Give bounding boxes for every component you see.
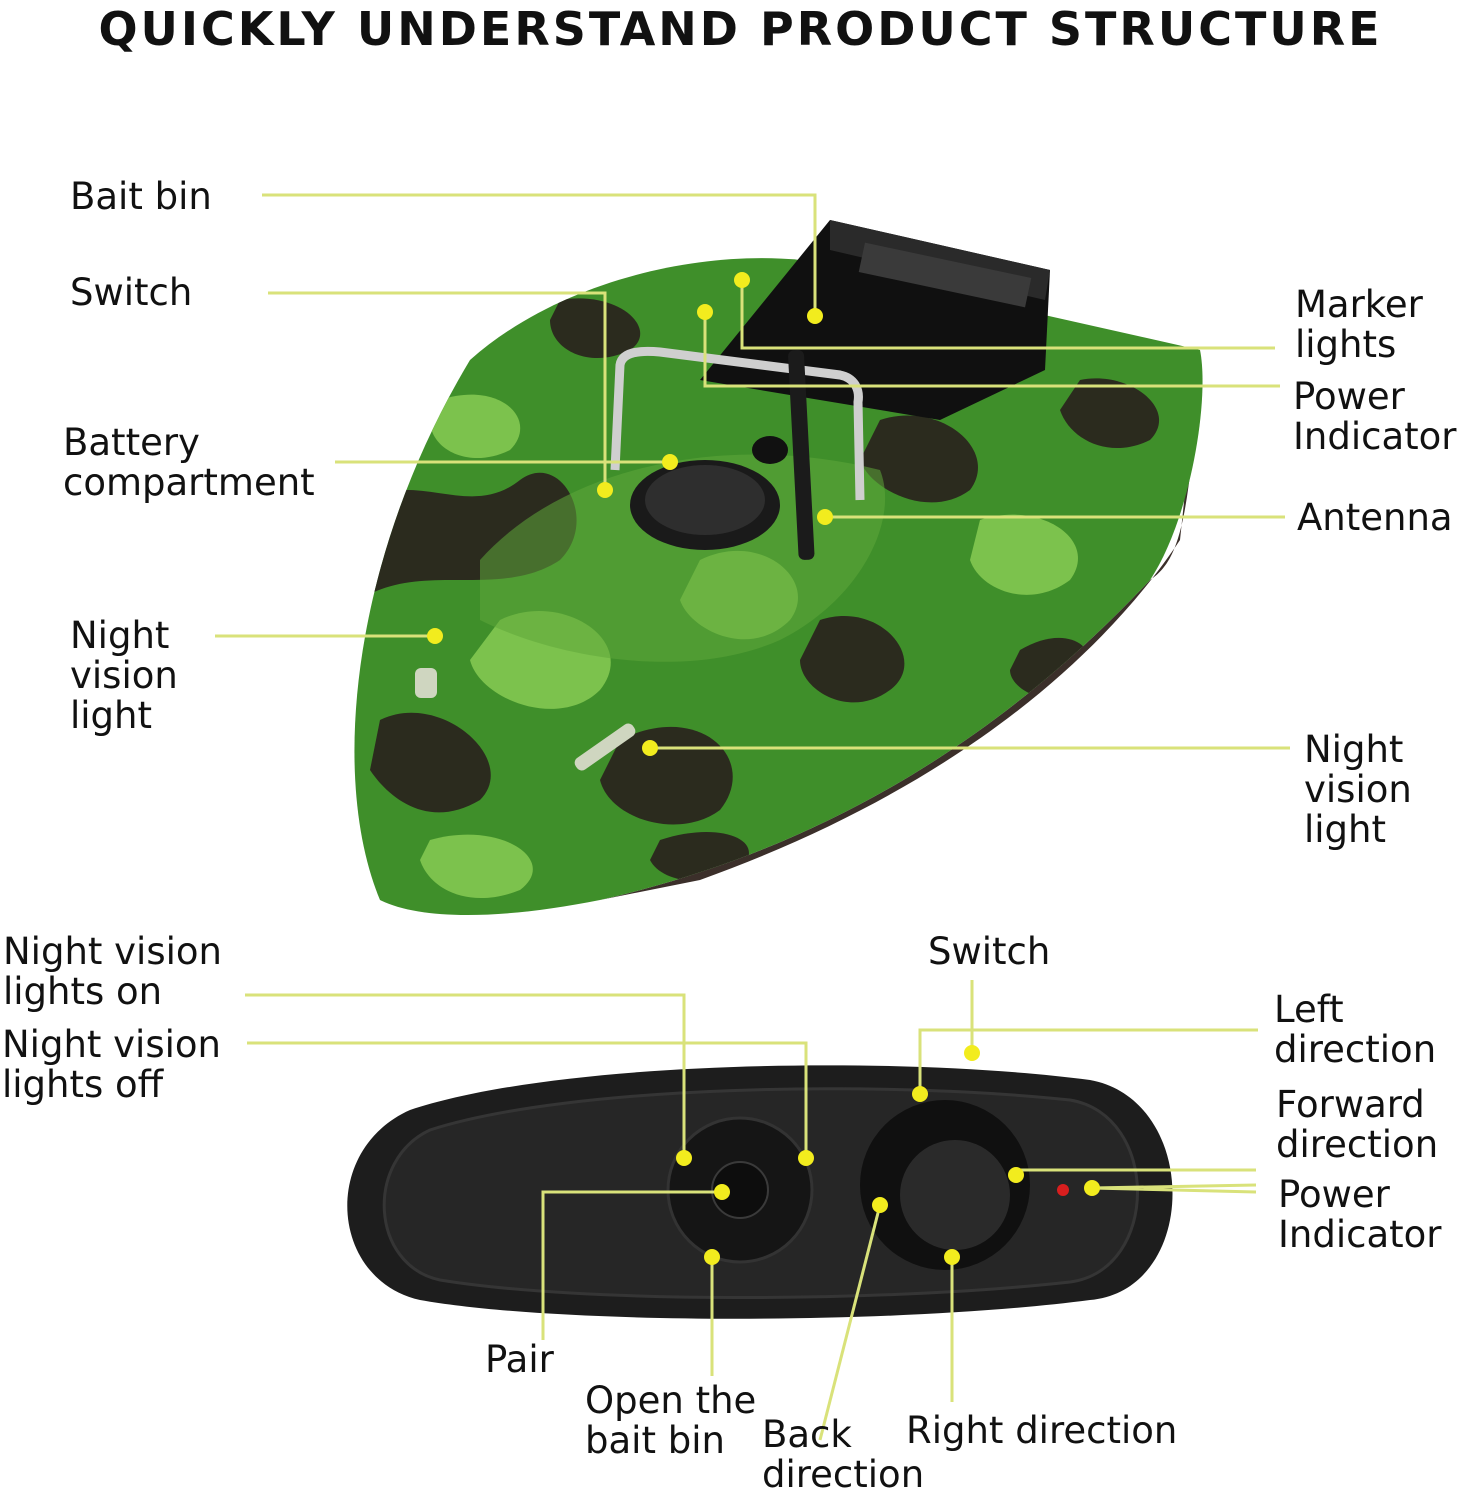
dot-forward-direction: [1008, 1167, 1024, 1183]
dot-bait-bin: [807, 308, 823, 324]
label-switch-remote: Switch: [928, 930, 1051, 973]
dot-nv-on: [676, 1150, 692, 1166]
dot-left-direction: [912, 1086, 928, 1102]
label-left-direction: Left direction: [1274, 988, 1437, 1071]
dot-switch: [597, 482, 613, 498]
leader-nv-on: [245, 993, 686, 1158]
bait-bin-rail: [858, 242, 1032, 308]
label-right-direction: Right direction: [906, 1409, 1178, 1452]
switch-knob: [752, 436, 788, 464]
leader-nv-off: [247, 1041, 808, 1158]
dot-switch-remote: [964, 1045, 980, 1061]
dot-night-light-right: [642, 740, 658, 756]
night-light-slot-left: [415, 668, 437, 698]
dot-battery: [662, 454, 678, 470]
remote-control: [347, 1065, 1173, 1319]
label-power-indicator-remote: Power Indicator: [1278, 1173, 1442, 1256]
label-marker-lights: Marker lights: [1295, 283, 1423, 366]
leader-pair: [541, 1190, 722, 1340]
callout-dots: [427, 272, 1100, 1265]
label-night-vision-light-right: Night vision light: [1304, 728, 1412, 851]
label-night-vision-light-left: Night vision light: [70, 614, 178, 737]
power-led: [1057, 1184, 1069, 1196]
leader-back: [818, 1204, 882, 1441]
dpad-center: [711, 1161, 769, 1219]
dot-power-indicator: [697, 304, 713, 320]
label-antenna: Antenna: [1297, 496, 1453, 539]
dot-back: [872, 1197, 888, 1213]
label-open-bait-bin: Open the bait bin: [585, 1379, 757, 1462]
dot-power-remote: [1084, 1180, 1100, 1196]
page-title: QUICKLY UNDERSTAND PRODUCT STRUCTURE: [98, 2, 1383, 56]
joystick-knob: [900, 1140, 1010, 1250]
label-switch: Switch: [70, 271, 193, 314]
bait-boat: [354, 220, 1203, 916]
dot-nv-off: [798, 1150, 814, 1166]
night-light-slot-front: [574, 723, 636, 771]
dot-open-bait: [704, 1249, 720, 1265]
leader-left-direction: [918, 1028, 1258, 1094]
label-pair: Pair: [485, 1338, 554, 1381]
leader-marker-lights: [740, 280, 1275, 350]
label-night-vision-on: Night vision lights on: [3, 930, 222, 1013]
dot-pair: [714, 1184, 730, 1200]
label-back-direction: Back direction: [762, 1413, 925, 1496]
label-night-vision-off: Night vision lights off: [2, 1023, 221, 1106]
label-bait-bin: Bait bin: [70, 175, 212, 218]
leader-lines: [215, 193, 1290, 1441]
dot-antenna: [817, 509, 833, 525]
dot-marker-lights: [734, 272, 750, 288]
dot-night-light-left: [427, 628, 443, 644]
leader-power-indicator: [703, 312, 1280, 388]
dot-right: [944, 1249, 960, 1265]
leader-switch: [268, 291, 607, 490]
label-forward-direction: Forward direction: [1276, 1083, 1439, 1166]
label-power-indicator: Power Indicator: [1293, 375, 1457, 458]
leader-bait-bin: [262, 193, 817, 315]
antenna-rod: [788, 349, 815, 560]
deck-well: [480, 454, 886, 662]
label-battery-compartment: Battery compartment: [63, 421, 315, 504]
carry-handle: [610, 346, 865, 501]
battery-cap-top: [645, 465, 765, 535]
